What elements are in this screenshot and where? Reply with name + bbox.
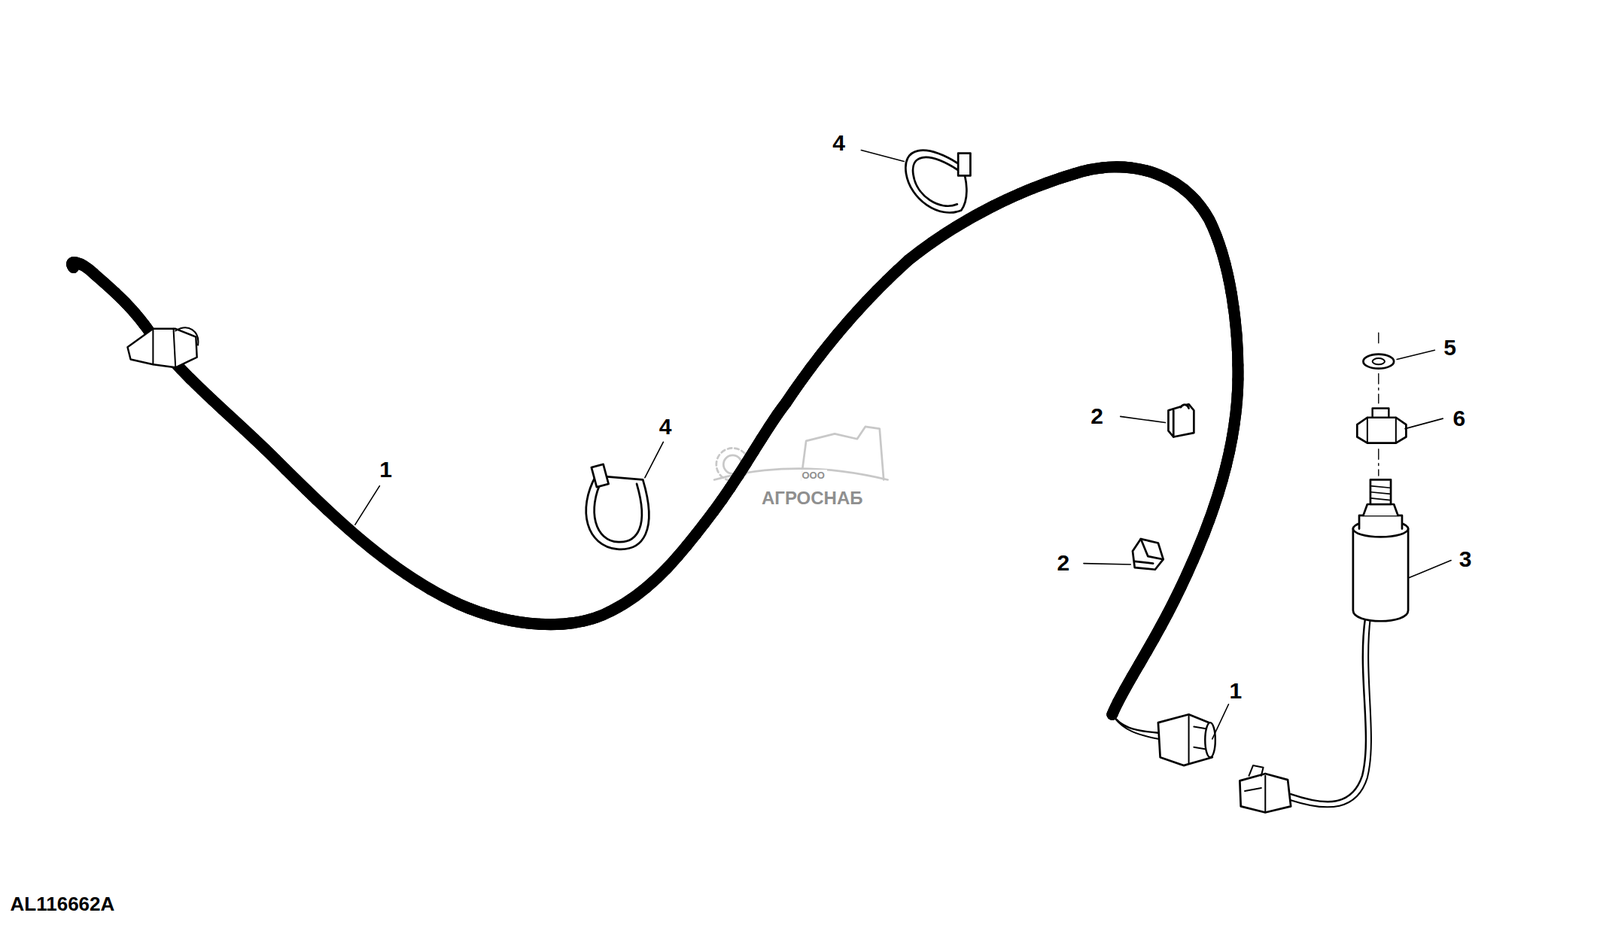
leader-line	[355, 150, 1451, 740]
callout-number: 4	[832, 131, 846, 155]
hardware	[1356, 332, 1406, 476]
watermark: АГРОСНАБ	[759, 488, 866, 508]
callout-number: 6	[1453, 407, 1467, 430]
cable-tie	[586, 150, 971, 550]
temperature-sensor	[1353, 479, 1409, 621]
cable-clip	[1132, 404, 1194, 570]
callout-number: 1	[1229, 679, 1243, 703]
callout-number: 2	[1090, 404, 1104, 428]
watermark: ООО	[799, 469, 827, 481]
wire-harness	[71, 167, 1239, 766]
callout-number: 4	[659, 415, 673, 439]
callout-number: 5	[1443, 336, 1457, 359]
sensor-wire	[1239, 617, 1372, 813]
callout-number: 1	[379, 458, 393, 481]
callout-number: 3	[1459, 547, 1473, 571]
callout-number: 2	[1056, 551, 1070, 575]
figure-id: AL116662A	[10, 894, 116, 914]
